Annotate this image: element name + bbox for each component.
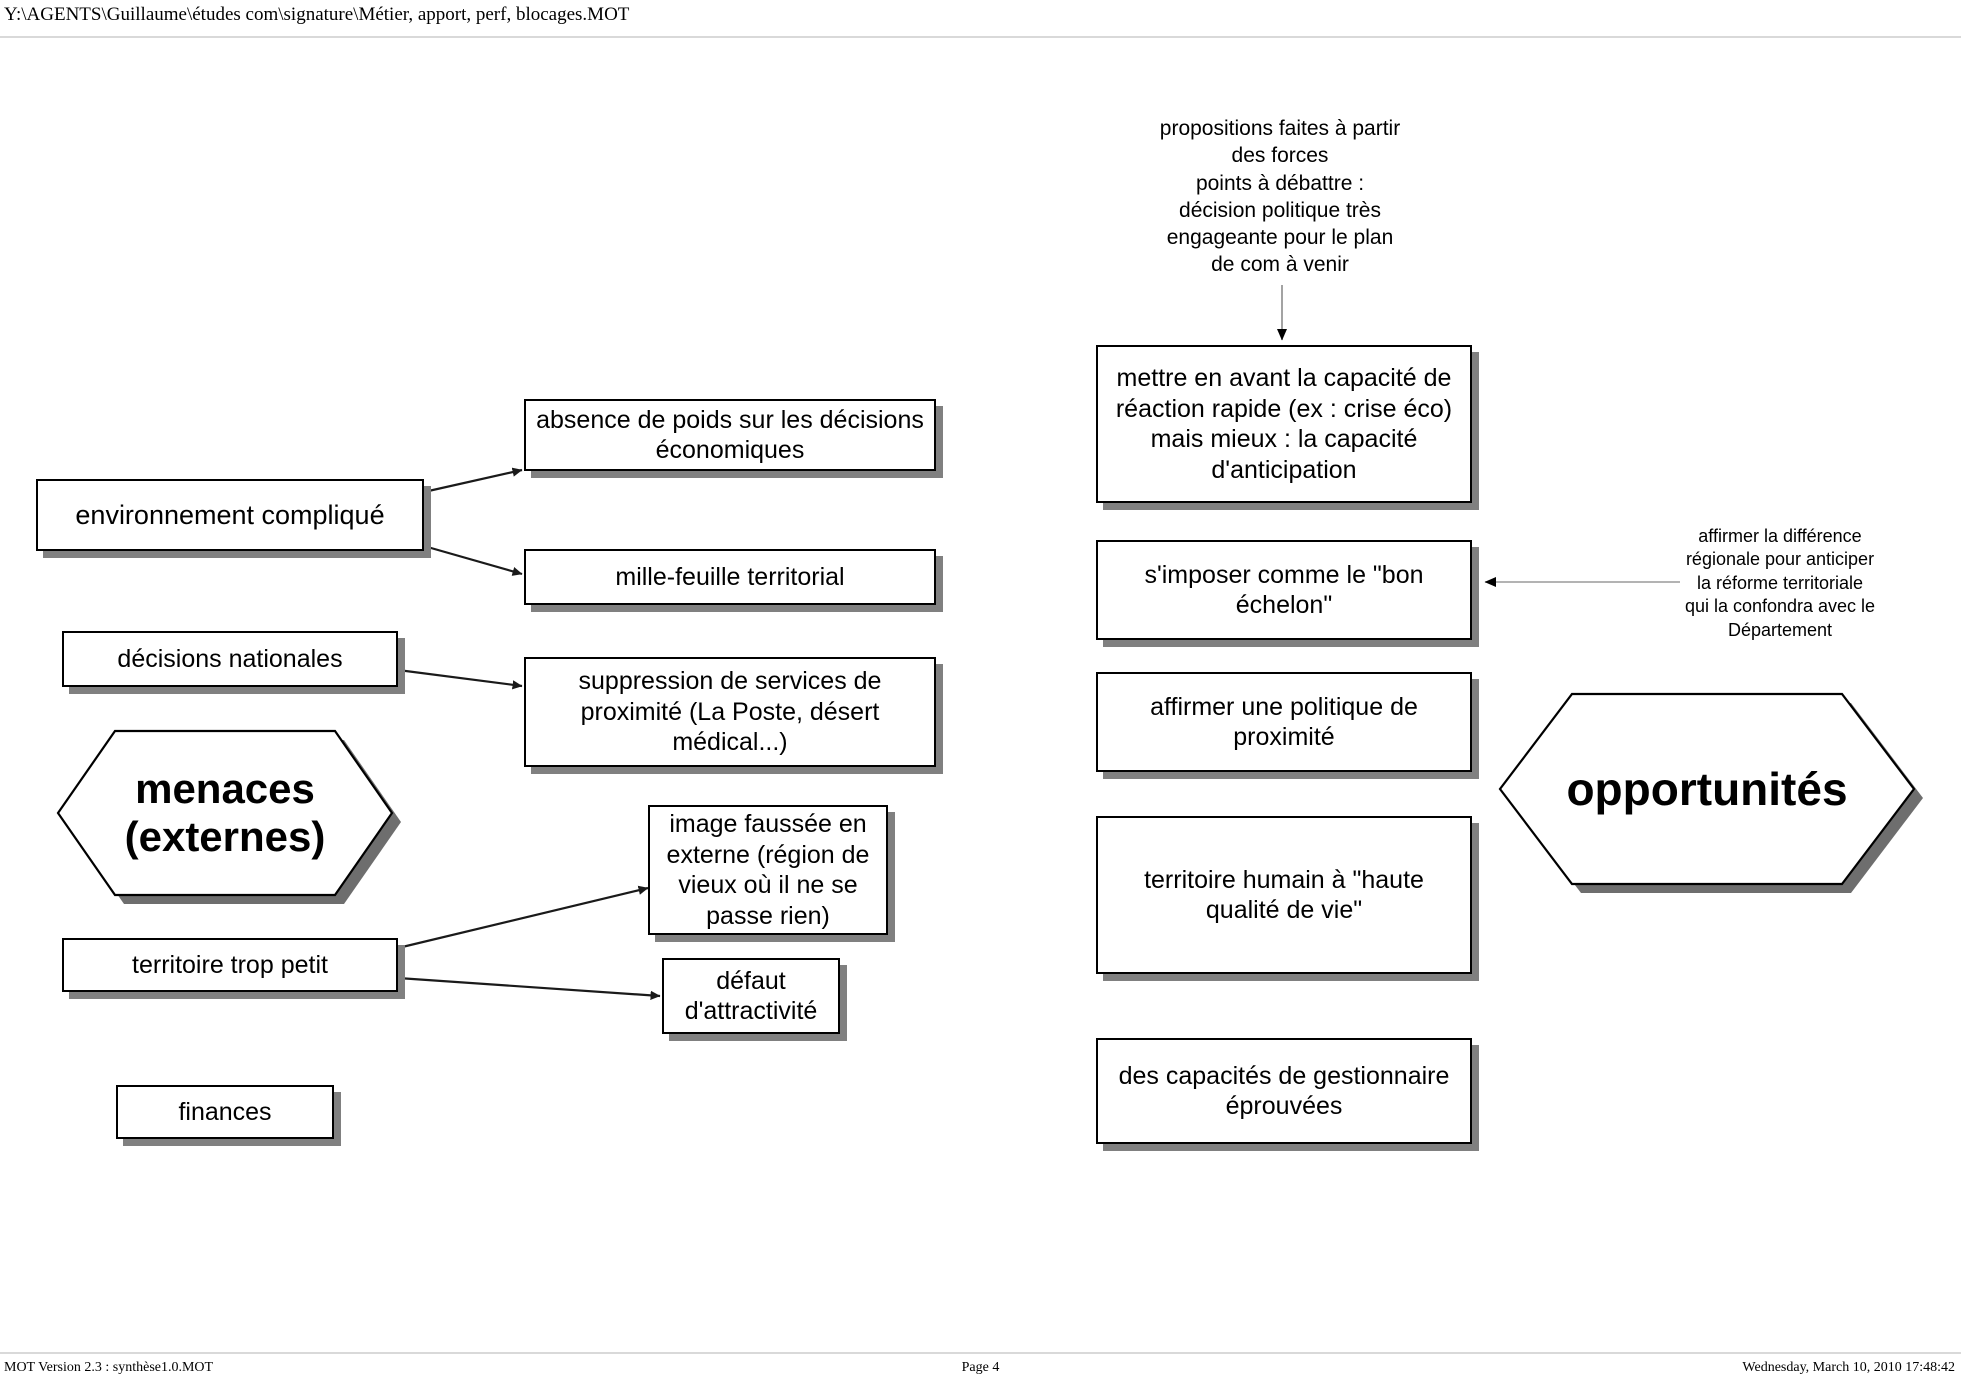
- footer-version: MOT Version 2.3 : synthèse1.0.MOT: [4, 1360, 214, 1375]
- node-territoire-trop-petit[interactable]: territoire trop petit: [62, 938, 398, 992]
- edge-env-to-millefeuille: [423, 544, 523, 576]
- footer-timestamp: Wednesday, March 10, 2010 17:48:42: [1742, 1360, 1955, 1375]
- node-opportunites[interactable]: opportunités: [1492, 686, 1923, 893]
- node-image-faussee-externe[interactable]: image faussée en externe (région de vieu…: [648, 805, 888, 935]
- footer-divider: [0, 1352, 1961, 1354]
- node-suppression-services-proximite[interactable]: suppression de services de proximité (La…: [524, 657, 936, 767]
- header-divider: [0, 36, 1961, 38]
- edge-territoire-to-image: [397, 885, 649, 950]
- node-environnement-complique[interactable]: environnement compliqué: [36, 479, 424, 551]
- node-simposer-bon-echelon[interactable]: s'imposer comme le "bon échelon": [1096, 540, 1472, 640]
- edge-decisions-to-suppression: [397, 668, 523, 690]
- node-mettre-en-avant-capacite-reaction[interactable]: mettre en avant la capacité de réaction …: [1096, 345, 1472, 503]
- node-capacites-gestionnaire-eprouvees[interactable]: des capacités de gestionnaire éprouvées: [1096, 1038, 1472, 1144]
- node-affirmer-politique-proximite[interactable]: affirmer une politique de proximité: [1096, 672, 1472, 772]
- annotation-propositions-forces: propositions faites à partir des forces …: [1159, 117, 1401, 277]
- annotation-affirmer-difference: affirmer la différence régionale pour an…: [1684, 526, 1876, 640]
- node-territoire-humain-qualite-vie[interactable]: territoire humain à "haute qualité de vi…: [1096, 816, 1472, 974]
- edge-env-to-absence: [423, 467, 523, 494]
- node-decisions-nationales[interactable]: décisions nationales: [62, 631, 398, 687]
- footer-page-number: Page 4: [961, 1360, 1000, 1375]
- node-defaut-attractivite[interactable]: défaut d'attractivité: [662, 958, 840, 1034]
- node-menaces-externes[interactable]: menaces (externes): [52, 723, 401, 904]
- node-finances[interactable]: finances: [116, 1085, 334, 1139]
- document-path-header: Y:\AGENTS\Guillaume\études com\signature…: [4, 4, 630, 25]
- node-absence-de-poids[interactable]: absence de poids sur les décisions écono…: [524, 399, 936, 471]
- edge-territoire-to-defaut: [397, 976, 661, 1000]
- node-mille-feuille-territorial[interactable]: mille-feuille territorial: [524, 549, 936, 605]
